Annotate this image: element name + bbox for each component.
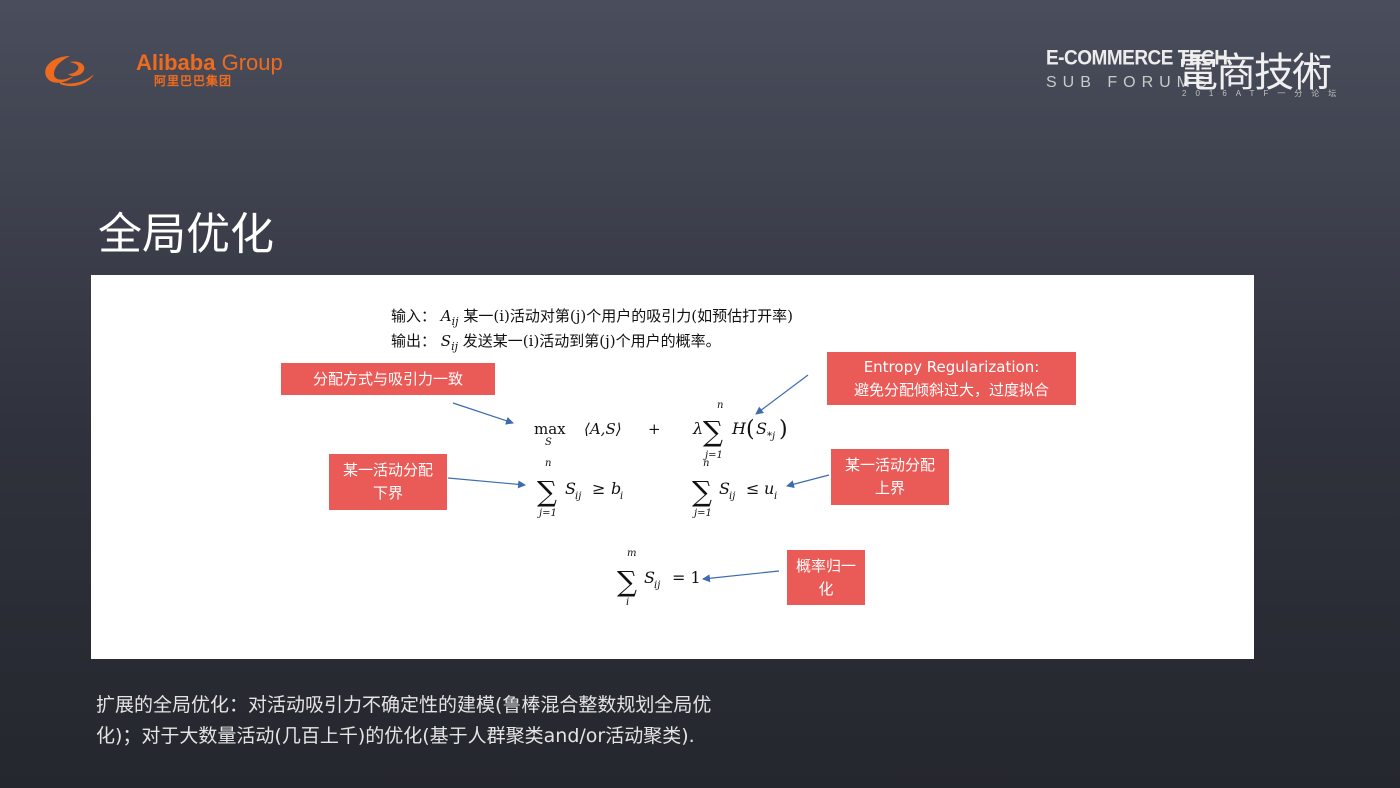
norm-eq-one: = 1 bbox=[672, 568, 701, 587]
sum1-sigma: ∑ bbox=[703, 415, 723, 448]
sum1-upper: n bbox=[717, 400, 723, 411]
sum2-upper: n bbox=[545, 458, 551, 469]
alibaba-smile-icon bbox=[45, 56, 94, 87]
output-var: Sij bbox=[440, 332, 459, 353]
arrow-norm bbox=[702, 570, 780, 583]
sum3-sigma: ∑ bbox=[692, 475, 712, 508]
ub-u: u bbox=[764, 479, 774, 498]
sum4-lower: i bbox=[626, 597, 629, 608]
ub-s-sub: ij bbox=[729, 491, 735, 502]
sum1-lower: j=1 bbox=[703, 450, 723, 461]
output-line: 输出： Sij 发送某一(i)活动到第(j)个用户的概率。 bbox=[391, 330, 721, 353]
lb-geq: ≥ bbox=[592, 479, 605, 498]
input-var: Aij bbox=[440, 307, 459, 328]
input-description: 某一(i)活动对第(j)个用户的吸引力(如预估打开率) bbox=[463, 307, 793, 325]
annotation-normalization: 概率归一 化 bbox=[787, 550, 865, 605]
lb-s: S bbox=[565, 479, 576, 498]
paren-close: ) bbox=[779, 417, 788, 442]
input-line: 输入： Aij 某一(i)活动对第(j)个用户的吸引力(如预估打开率) bbox=[391, 305, 793, 328]
arrow-upper bbox=[786, 474, 830, 489]
logo-chinese-name: 阿里巴巴集团 bbox=[154, 74, 233, 88]
entropy-s: S bbox=[756, 419, 767, 438]
ub-u-sub: i bbox=[774, 491, 777, 502]
extension-description: 扩展的全局优化：对活动吸引力不确定性的建模(鲁棒混合整数规划全局优 化)；对于大… bbox=[96, 690, 876, 752]
entropy-s-sub: *j bbox=[767, 431, 775, 442]
plus-sign: + bbox=[648, 420, 661, 438]
forum-subtitle-en: SUB FORUMS bbox=[1046, 74, 1213, 91]
sum3-upper: n bbox=[703, 458, 709, 469]
max-operator: max bbox=[534, 420, 566, 438]
lb-s-sub: ij bbox=[575, 491, 581, 502]
sum2-lower: j=1 bbox=[537, 508, 557, 519]
sum3-lower: j=1 bbox=[692, 508, 712, 519]
lb-b: b bbox=[611, 479, 621, 498]
ub-s: S bbox=[719, 479, 730, 498]
ub-leq: ≤ bbox=[746, 479, 759, 498]
sum4-sigma: ∑ bbox=[617, 565, 637, 598]
lambda-symbol: λ bbox=[692, 419, 703, 438]
arrow-match bbox=[452, 402, 514, 425]
sum2-sigma: ∑ bbox=[537, 475, 557, 508]
arrow-entropy bbox=[755, 374, 809, 415]
inner-product: ⟨A,S⟩ bbox=[584, 420, 622, 438]
arrow-lower bbox=[447, 477, 526, 489]
max-subscript: S bbox=[545, 437, 552, 448]
formula-panel: 输入： Aij 某一(i)活动对第(j)个用户的吸引力(如预估打开率) 输出： … bbox=[91, 275, 1254, 659]
lb-b-sub: i bbox=[620, 491, 623, 502]
forum-title-en: E-COMMERCE TECH bbox=[1046, 47, 1228, 71]
input-label: 输入： bbox=[391, 307, 437, 325]
entropy-h: H bbox=[731, 419, 747, 438]
annotation-lower-bound: 某一活动分配 下界 bbox=[329, 454, 447, 510]
output-description: 发送某一(i)活动到第(j)个用户的概率。 bbox=[462, 332, 721, 350]
forum-title-cn: 電商技術 bbox=[1178, 50, 1332, 96]
norm-s: S bbox=[644, 568, 655, 587]
sum4-upper: m bbox=[627, 548, 636, 559]
page-title: 全局优化 bbox=[98, 209, 274, 260]
extension-line-1: 扩展的全局优化：对活动吸引力不确定性的建模(鲁棒混合整数规划全局优 bbox=[96, 694, 712, 716]
alibaba-logo: Alibaba Group 阿里巴巴集团 bbox=[40, 48, 283, 92]
paren-open: ( bbox=[746, 417, 755, 442]
annotation-entropy: Entropy Regularization: 避免分配倾斜过大，过度拟合 bbox=[827, 352, 1076, 405]
extension-line-2: 化)；对于大数量活动(几百上千)的优化(基于人群聚类and/or活动聚类). bbox=[96, 725, 695, 747]
annotation-match: 分配方式与吸引力一致 bbox=[281, 363, 495, 395]
forum-event-label: 2016ATF一分论坛 bbox=[1182, 89, 1346, 98]
output-label: 输出： bbox=[391, 332, 437, 350]
norm-s-sub: ij bbox=[654, 580, 660, 591]
annotation-upper-bound: 某一活动分配 上界 bbox=[831, 449, 949, 505]
formula-diagram: max S ⟨A,S⟩ + λ n ∑ j=1 H ( S *j ) n ∑ j… bbox=[447, 374, 830, 608]
logo-wordmark: Alibaba Group bbox=[136, 50, 283, 75]
